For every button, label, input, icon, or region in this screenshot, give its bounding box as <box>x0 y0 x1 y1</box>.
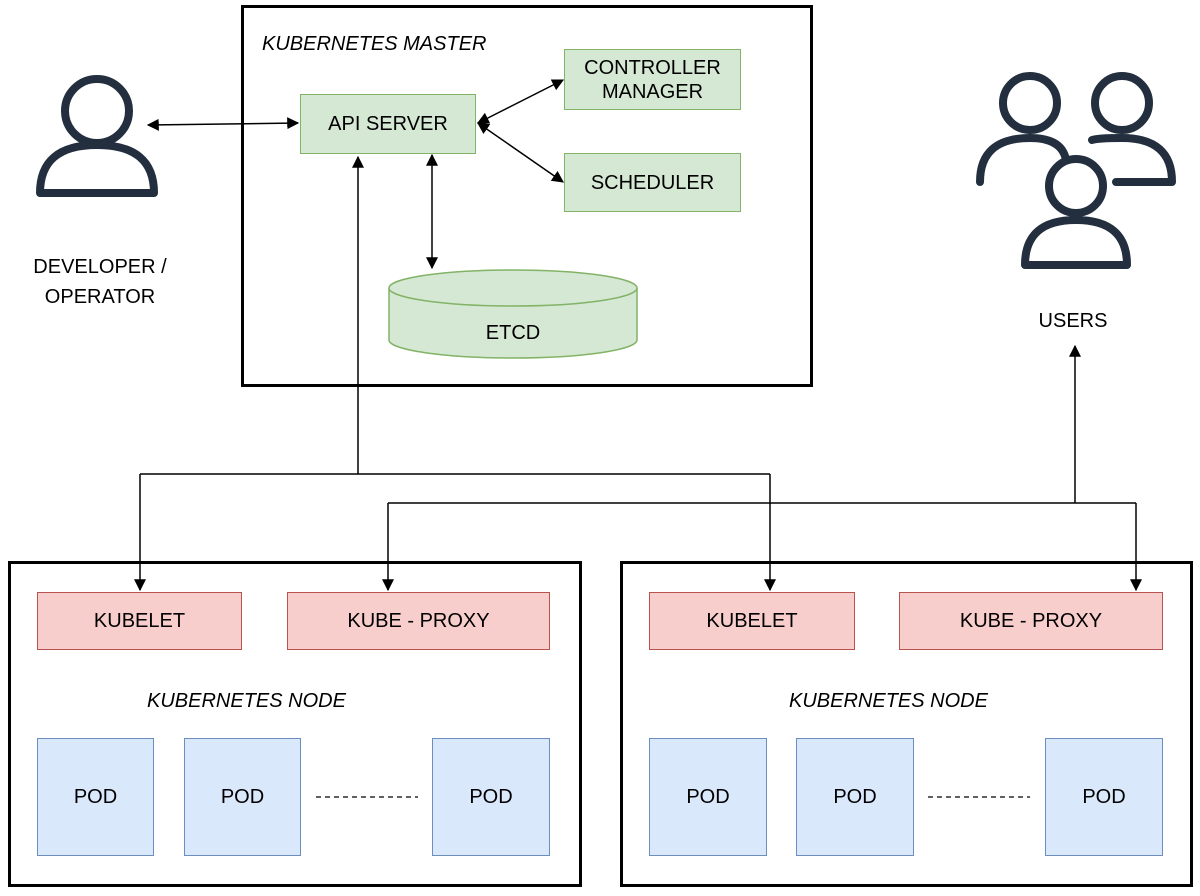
kubernetes-master-frame <box>241 5 813 387</box>
kube-proxy-box-1: KUBE - PROXY <box>287 592 550 650</box>
api-scheduler-connector <box>477 122 564 183</box>
pod-box: POD <box>1045 738 1163 856</box>
scheduler-box: SCHEDULER <box>564 153 741 212</box>
kubernetes-node-frame-2 <box>620 561 1193 887</box>
kube-proxy-box-2: KUBE - PROXY <box>899 592 1163 650</box>
developer-label-line1: DEVELOPER / <box>33 256 167 278</box>
kubernetes-node-title-2: KUBERNETES NODE <box>789 690 988 712</box>
kubelet-box-2: KUBELET <box>649 592 855 650</box>
controller-manager-label-line1: CONTROLLER <box>584 56 721 79</box>
controller-manager-box: CONTROLLER MANAGER <box>564 49 741 110</box>
controller-manager-label-line2: MANAGER <box>601 80 704 103</box>
kubernetes-node-title-1: KUBERNETES NODE <box>147 690 346 712</box>
users-group-icon <box>976 72 1176 269</box>
users-label: USERS <box>1038 310 1108 332</box>
pod-box: POD <box>37 738 154 856</box>
etcd-label: ETCD <box>485 322 541 344</box>
pod-box: POD <box>649 738 767 856</box>
pod-box: POD <box>184 738 301 856</box>
developer-label: DEVELOPER / OPERATOR <box>10 252 190 312</box>
pod-box: POD <box>796 738 914 856</box>
developer-user-icon <box>36 75 158 197</box>
pod-box: POD <box>432 738 550 856</box>
developer-label-line2: OPERATOR <box>44 286 156 308</box>
api-controller-connector <box>476 79 565 124</box>
kubernetes-master-title: KUBERNETES MASTER <box>262 33 487 55</box>
developer-api-connector <box>146 117 300 131</box>
kubernetes-node-frame-1 <box>8 561 582 887</box>
api-server-box: API SERVER <box>300 94 476 154</box>
kubelet-box-1: KUBELET <box>37 592 242 650</box>
